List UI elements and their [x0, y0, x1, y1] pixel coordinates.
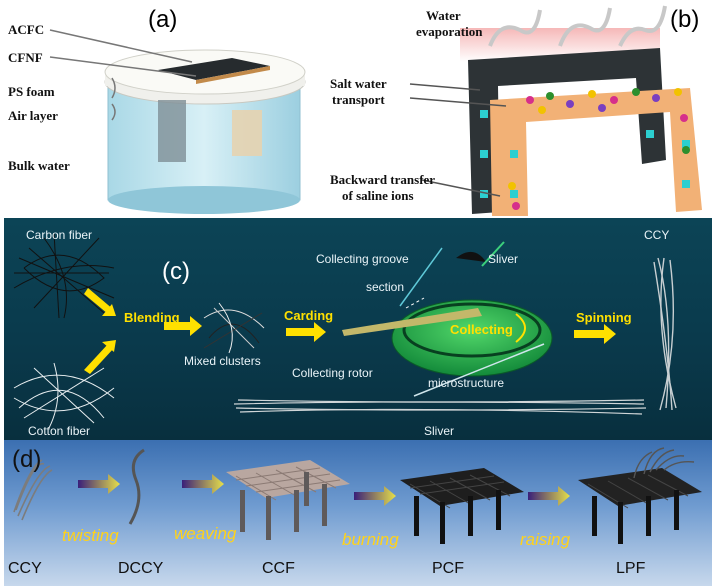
label-weaving: weaving: [174, 524, 237, 543]
label-burning: burning: [342, 530, 399, 549]
label-spinning: Spinning: [576, 310, 632, 325]
panel-a-tag: (a): [148, 6, 178, 33]
panel-b-tag: (b): [670, 6, 700, 33]
label-collecting-groove: Collecting groove: [316, 252, 409, 266]
lpf-fabric: [578, 447, 702, 544]
mixed-cluster: [203, 302, 265, 354]
label-carbon-fiber: Carbon fiber: [26, 228, 93, 242]
fabrication-steps-illustration: [13, 447, 702, 544]
carbon-fiber-cluster: [13, 232, 115, 319]
sliver-strand: [233, 399, 647, 415]
pcf-fabric: [400, 468, 524, 544]
label-ccf-product: CCF: [262, 560, 295, 577]
label-collecting-rotor: Collecting rotor: [292, 366, 373, 380]
label-section: section: [366, 280, 405, 294]
ccy-yarn: [653, 257, 677, 411]
label-ccy-product: CCY: [8, 560, 42, 577]
label-mixed-clusters: Mixed clusters: [184, 354, 261, 368]
label-transport: transport: [332, 92, 385, 107]
panel-b: (b) Water evaporation Salt water transpo…: [330, 0, 716, 218]
label-ccy: CCY: [644, 228, 670, 242]
spinning-process-illustration: [13, 232, 677, 429]
label-cfnf: CFNF: [8, 50, 43, 65]
saline-ions: [508, 88, 690, 210]
label-acfc: ACFC: [8, 22, 45, 37]
panel-d: (d) twisting weaving burning raising CCY…: [4, 440, 712, 586]
label-carding: Carding: [284, 308, 334, 323]
panel-d-tag: (d): [12, 446, 42, 473]
evaporator-illustration: [49, 29, 306, 214]
panel-c-tag: (c): [162, 258, 190, 285]
dccy-strand: [128, 448, 145, 525]
label-cotton-fiber: Cotton fiber: [28, 424, 91, 438]
label-twisting: twisting: [62, 526, 119, 545]
label-pcf-product: PCF: [432, 560, 464, 577]
label-air-layer: Air layer: [8, 108, 58, 123]
label-collecting: Collecting: [450, 322, 513, 337]
label-evaporation: evaporation: [416, 24, 483, 39]
label-raising: raising: [520, 530, 571, 549]
label-microstructure: microstructure: [428, 376, 505, 390]
label-salt-water: Salt water: [330, 76, 387, 91]
cotton-fiber-cluster: [13, 362, 115, 429]
label-backward-transfer: Backward transfer: [330, 172, 436, 187]
label-blending: Blending: [124, 310, 180, 325]
label-lpf-product: LPF: [616, 560, 646, 577]
label-saline-ions: of saline ions: [342, 188, 414, 203]
label-dccy-product: DCCY: [118, 560, 164, 577]
label-sliver-bottom: Sliver: [424, 424, 455, 438]
panel-a: (a) ACFC CFNF PS foam Air layer Bulk wat…: [0, 0, 330, 218]
ccy-strand: [13, 459, 53, 521]
label-bulk-water: Bulk water: [8, 158, 70, 173]
label-ps-foam: PS foam: [8, 84, 55, 99]
ccf-fabric: [226, 460, 350, 540]
label-sliver-top: Sliver: [488, 252, 519, 266]
panel-c: (c) Carbon fiber Cotton fiber Blending M…: [4, 218, 712, 440]
salt-transport-illustration: [409, 5, 702, 216]
label-water: Water: [426, 8, 461, 23]
